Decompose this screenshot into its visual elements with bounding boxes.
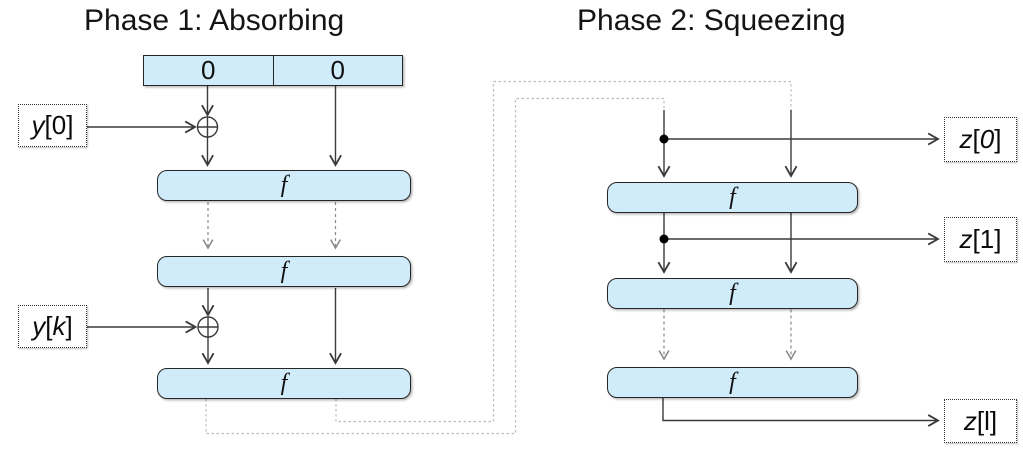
- squeeze-f-box-1: f: [607, 182, 858, 213]
- junction-dot: [659, 134, 669, 144]
- squeeze-f-box-3: f: [607, 367, 858, 398]
- absorb-f-box-2: f: [157, 256, 411, 287]
- phase1-title: Phase 1: Absorbing: [84, 4, 345, 37]
- initial-state-register: 0 0: [143, 55, 403, 86]
- xor-icon: [197, 316, 219, 338]
- state-cell-capacity: 0: [330, 55, 345, 85]
- output-label-z1: z[1]: [944, 217, 1017, 262]
- junction-dot: [659, 234, 669, 244]
- input-label-yk: y[k]: [18, 305, 87, 348]
- input-label-y0: y[0]: [18, 104, 87, 147]
- output-label-z0: z[0]: [944, 117, 1017, 162]
- phase2-title: Phase 2: Squeezing: [577, 4, 846, 37]
- absorb-f-box-3: f: [157, 368, 411, 399]
- squeeze-f-box-2: f: [607, 278, 858, 309]
- loop-connector-rate: [205, 97, 665, 435]
- state-cell-rate: 0: [144, 55, 274, 85]
- absorb-f-box-1: f: [157, 170, 411, 201]
- xor-icon: [196, 116, 219, 138]
- loop-connector-capacity: [335, 80, 792, 423]
- arrow-to-zl: [662, 397, 940, 427]
- output-label-zl: z[l]: [944, 399, 1017, 443]
